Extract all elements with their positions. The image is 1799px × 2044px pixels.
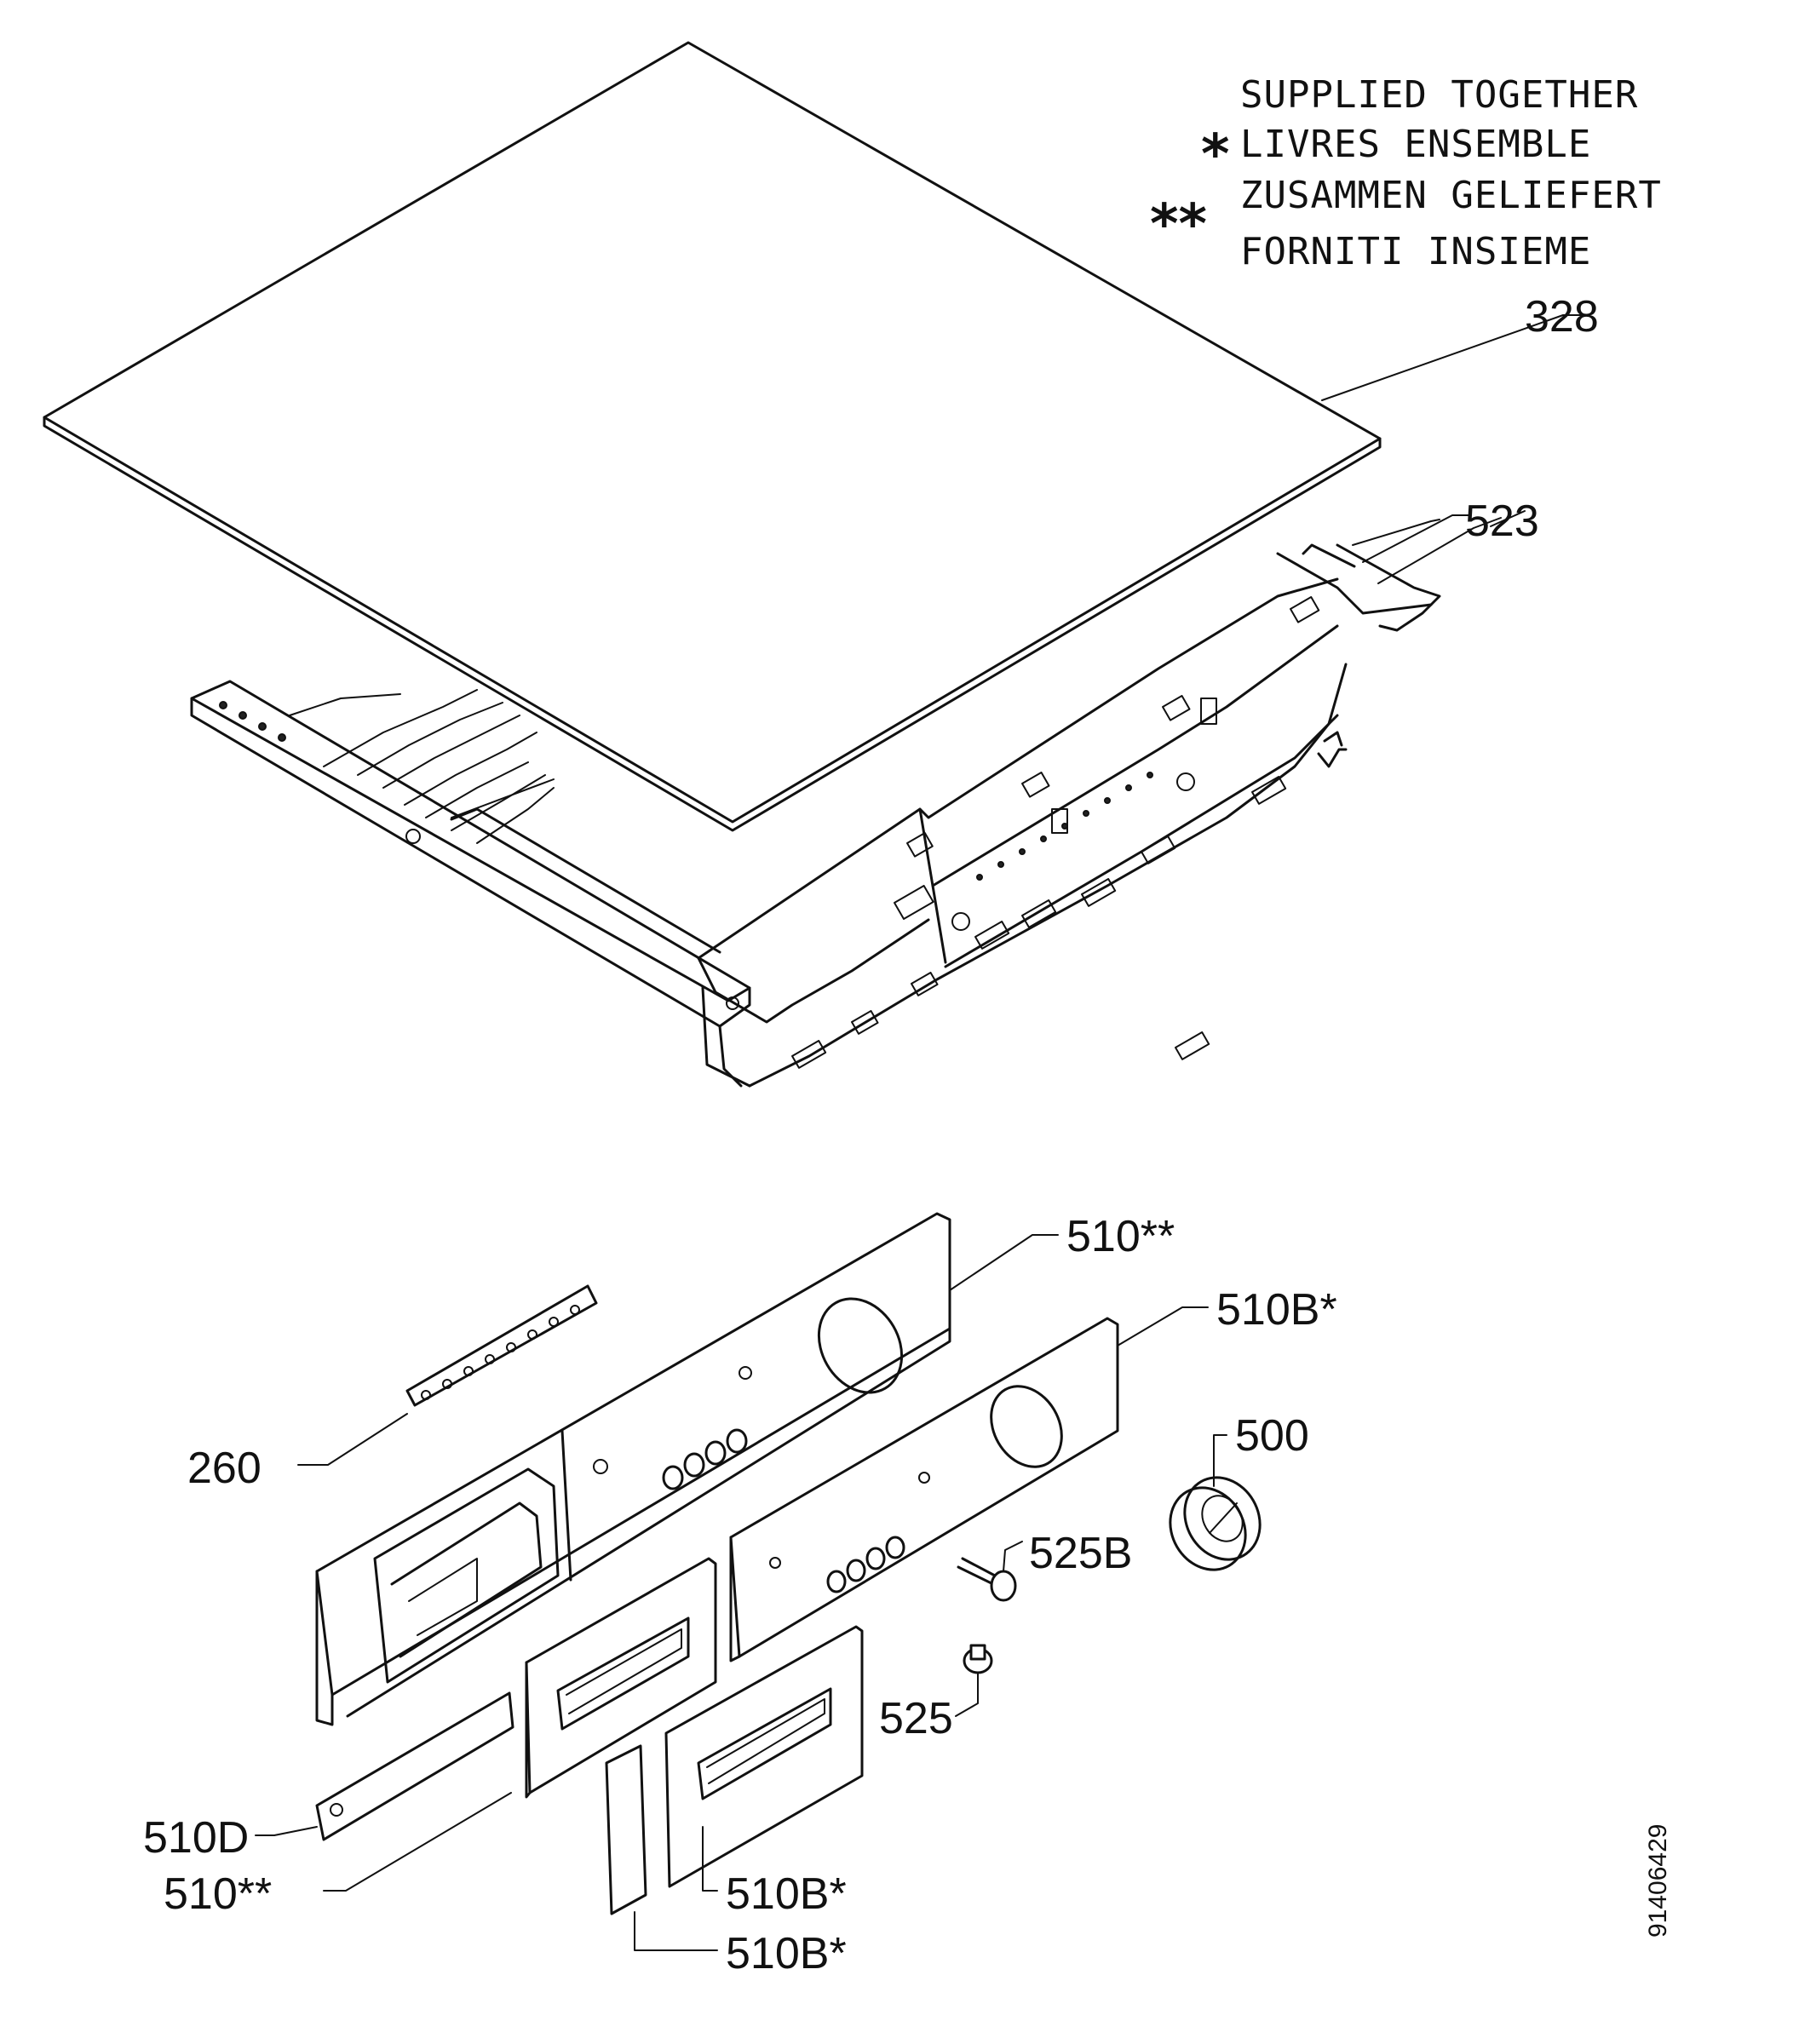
- label-510-bottom: 510**: [164, 1869, 273, 1919]
- part-260-strip: [405, 1284, 598, 1407]
- part-510b-lower-frame: [664, 1625, 864, 1888]
- label-260: 260: [187, 1444, 262, 1493]
- part-500-knob: [1169, 1476, 1262, 1571]
- label-510b-lower-2: 510B*: [726, 1929, 847, 1978]
- label-510d: 510D: [143, 1813, 250, 1863]
- label-510b-lower-1: 510B*: [726, 1869, 847, 1919]
- label-510-top: 510**: [1066, 1212, 1175, 1261]
- document-number: 91406429: [1644, 1823, 1672, 1938]
- leader-lines: [255, 314, 1585, 1951]
- double-asterisk-mark: **: [1150, 193, 1207, 256]
- single-asterisk-mark: *: [1201, 123, 1230, 187]
- label-510b-right: 510B*: [1216, 1285, 1337, 1335]
- label-500: 500: [1235, 1411, 1309, 1461]
- legend-line-4: FORNITI INSIEME: [1240, 230, 1592, 273]
- part-523-frame: [190, 543, 1441, 1088]
- label-328: 328: [1525, 292, 1599, 342]
- part-510-lower-frame: [525, 1557, 717, 1799]
- legend-line-2: LIVRES ENSEMBLE: [1240, 123, 1592, 166]
- legend-line-1: SUPPLIED TOGETHER: [1240, 73, 1639, 117]
- part-510b-small-insert: [605, 1744, 647, 1915]
- label-525: 525: [879, 1694, 953, 1743]
- part-525b: [957, 1557, 1017, 1602]
- part-510b-panel: [729, 1317, 1119, 1662]
- part-510d-strip: [315, 1691, 514, 1841]
- part-328-top-cover: [43, 41, 1382, 832]
- label-523: 523: [1465, 497, 1539, 546]
- legend-line-3: ZUSAMMEN GELIEFERT: [1240, 174, 1662, 217]
- label-525b: 525B: [1029, 1529, 1133, 1578]
- part-510-panel: [315, 1212, 951, 1726]
- part-525: [963, 1644, 993, 1674]
